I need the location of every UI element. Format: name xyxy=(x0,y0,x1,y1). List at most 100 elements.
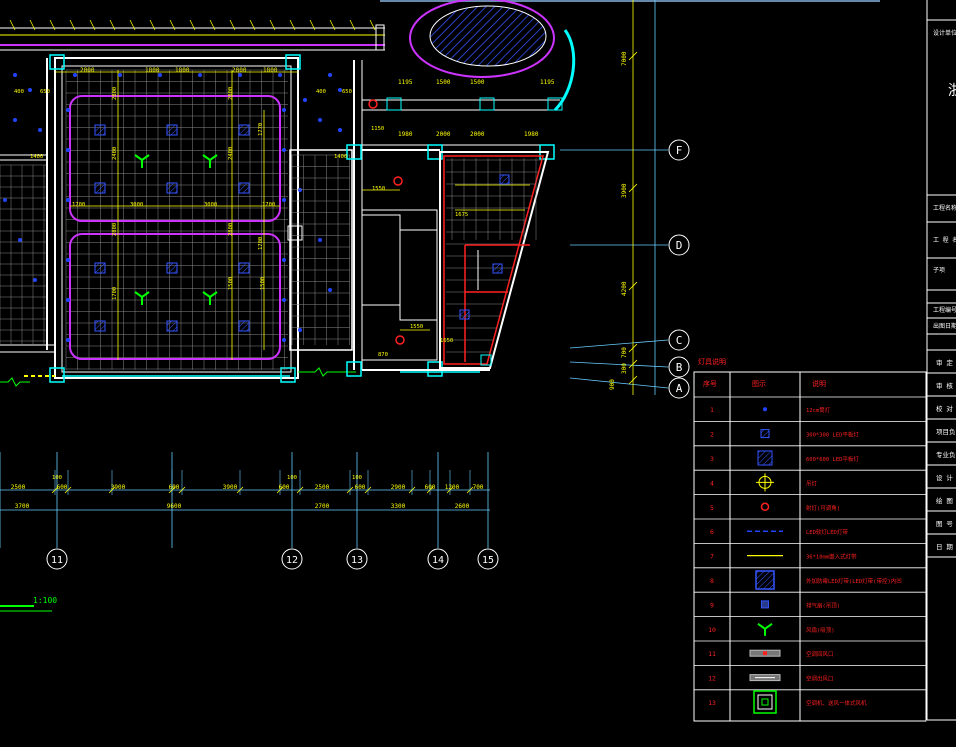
left-tile-grid xyxy=(0,164,46,345)
dimension-tick xyxy=(408,486,416,494)
legend-symbol-13 xyxy=(753,690,777,714)
dimension-tick xyxy=(628,375,638,385)
trapezoid-tile-grid xyxy=(446,158,542,353)
recessed-strip-icon xyxy=(755,570,775,590)
downlight-icon xyxy=(328,73,332,77)
dimension-label-misc: 1700 xyxy=(262,202,275,208)
legend-row-description: 空调出风口 xyxy=(806,675,834,683)
dimension-label-100: 100 xyxy=(287,475,297,481)
title-block-row-label: 图 号 xyxy=(936,520,953,528)
dimension-label-right-mid: 1980 xyxy=(524,131,539,138)
dimension-label-bottom1: 2500 xyxy=(11,484,26,491)
legend-symbol-9 xyxy=(761,600,769,609)
axis-bubble-F xyxy=(668,139,690,161)
downlight-icon xyxy=(3,198,7,202)
downlight-icon xyxy=(66,258,70,262)
ac-unit-icon xyxy=(753,690,777,714)
vertical-dimension-label: 900 xyxy=(609,379,616,390)
dimension-tick xyxy=(64,486,72,494)
legend-row-number: 6 xyxy=(710,528,714,536)
dimension-label-misc: 2800 xyxy=(112,87,118,100)
downlight-icon xyxy=(282,338,286,342)
dimension-label-100: 100 xyxy=(352,475,362,481)
dimension-label-misc: 2400 xyxy=(112,147,118,160)
axis-bubble-15 xyxy=(477,548,499,570)
legend-row-number: 9 xyxy=(710,601,714,609)
dimension-label-bottom1: 2900 xyxy=(391,484,406,491)
dimension-label-misc: 1675 xyxy=(455,212,468,218)
dimension-label-misc: 400 xyxy=(14,89,24,95)
legend-row-description: 风扇(吸顶) xyxy=(806,626,835,634)
axis-bubble-label: 13 xyxy=(351,555,363,566)
tb-project: 工程名称 xyxy=(933,204,956,212)
dimension-label-bottom1: 2500 xyxy=(315,484,330,491)
axis-bubble-label: C xyxy=(676,334,683,347)
legend-row-description: 空调回风口 xyxy=(806,650,834,658)
large-panel-icon xyxy=(757,450,773,466)
dimension-tick xyxy=(29,19,36,31)
dimension-label-bottom1: 1200 xyxy=(445,484,460,491)
title-block-row-label: 项目负责 xyxy=(936,427,956,436)
dimension-label-bottom1: 700 xyxy=(473,484,484,491)
legend-symbol-11 xyxy=(749,649,781,657)
legend-row-number: 4 xyxy=(710,479,714,487)
dimension-label-bottom1: 600 xyxy=(425,484,436,491)
downlight-icon xyxy=(338,128,342,132)
dimension-tick xyxy=(269,19,276,31)
dimension-label-misc: 1500 xyxy=(228,277,234,290)
downlight-icon xyxy=(282,148,286,152)
title-block-row-label: 审 定 xyxy=(936,358,953,367)
downlight-icon xyxy=(338,88,342,92)
vertical-dimension-label: 7000 xyxy=(621,51,628,66)
dimension-tick xyxy=(309,19,316,31)
legend-symbol-12 xyxy=(749,674,781,682)
trapezoid-room xyxy=(439,151,550,369)
vertical-dimension-label: 300 xyxy=(621,363,628,374)
downlight-icon xyxy=(73,73,77,77)
dimension-label-right-mid: 2000 xyxy=(436,131,451,138)
axis-bubble-C xyxy=(668,329,690,351)
legend-row-description: 吊灯 xyxy=(806,479,818,487)
dimension-tick xyxy=(289,19,296,31)
small-panel-icon xyxy=(760,429,770,439)
dimension-tick xyxy=(178,486,186,494)
led-panel-light-icon xyxy=(166,262,178,274)
tb-logo-char: 浙 xyxy=(948,83,956,99)
corridor-room xyxy=(287,60,363,377)
dimension-label-misc: 2800 xyxy=(112,223,118,236)
dimension-label-misc: 2800 xyxy=(228,223,234,236)
vertical-dimension-label: 700 xyxy=(621,347,628,358)
dimension-label-bottom2: 2600 xyxy=(455,503,470,510)
dimension-label-misc: 1700 xyxy=(72,202,85,208)
dimension-label-misc: 2800 xyxy=(228,87,234,100)
downlight-icon xyxy=(328,288,332,292)
title-block-row-label: 日 期 xyxy=(936,543,953,551)
dimension-label-misc: 1400 xyxy=(30,154,43,160)
dimension-label-100: 100 xyxy=(52,475,62,481)
title-block-row-label: 绘 图 xyxy=(936,496,953,505)
tb-label-2: 工程编号 xyxy=(933,306,956,314)
dimension-label-misc: 1770 xyxy=(258,123,264,136)
dimension-label-misc: 2400 xyxy=(228,147,234,160)
dimension-label-top: 2000 xyxy=(80,67,95,74)
title-block-row-label: 专业负责 xyxy=(936,450,956,459)
legend-row-number: 1 xyxy=(710,406,714,414)
dimension-label-bottom1: 3900 xyxy=(111,484,126,491)
vertical-dimension-label: 4200 xyxy=(621,281,628,296)
dimension-label-misc: 1700 xyxy=(112,287,118,300)
dimension-tick xyxy=(229,19,236,31)
dimension-tick xyxy=(364,486,372,494)
title-block-row-label: 设 计 xyxy=(936,473,953,482)
legend-header-symbol: 图示 xyxy=(752,380,766,388)
downlight-icon xyxy=(66,198,70,202)
dimension-label-misc: 3000 xyxy=(204,202,217,208)
dimension-tick xyxy=(446,486,454,494)
axis-bubble-14 xyxy=(427,548,449,570)
hall-ceiling-fans xyxy=(134,154,218,305)
dimension-tick xyxy=(249,19,256,31)
